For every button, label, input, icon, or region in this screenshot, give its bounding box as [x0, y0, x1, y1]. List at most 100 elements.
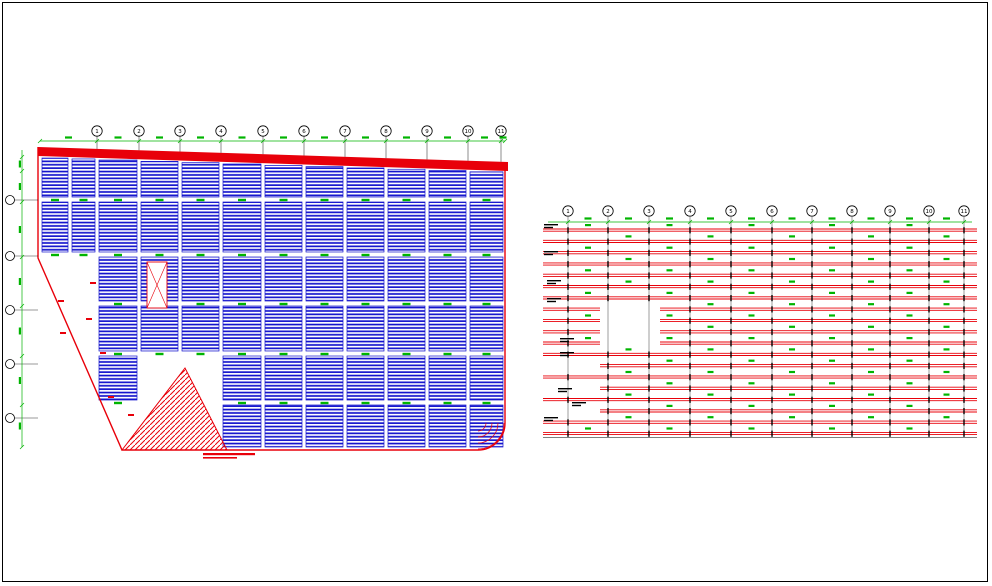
slab-panel	[140, 161, 179, 198]
beam-tag	[748, 404, 755, 407]
dimension-text	[156, 136, 163, 139]
grid-bubble-label: 7	[810, 209, 814, 215]
grid-bubble	[462, 125, 474, 137]
slab-panel	[305, 256, 344, 302]
row-grid-bubbles-side	[5, 150, 38, 450]
grid-bubble-label: 6	[770, 209, 774, 215]
dimension-text	[584, 217, 592, 220]
annotation-mark	[100, 352, 106, 354]
slab-panel	[181, 256, 220, 302]
slab-panel	[98, 256, 138, 302]
grid-bubble	[339, 125, 351, 137]
beam-tag	[707, 303, 714, 306]
callout-text	[547, 282, 556, 285]
beam-tag	[829, 246, 835, 249]
callout-text	[544, 419, 553, 422]
panel-tag	[279, 302, 288, 306]
beam-tag	[748, 291, 755, 294]
beam-tag	[748, 246, 755, 249]
callout-text	[547, 280, 561, 282]
panel-tag	[279, 198, 288, 202]
dimension-text	[18, 183, 21, 190]
dimension-text	[481, 136, 488, 139]
beam-tag	[625, 370, 632, 374]
beam-tag	[906, 359, 913, 362]
dimension-text	[362, 136, 369, 139]
callout-text	[547, 300, 556, 303]
callout-text	[544, 417, 558, 419]
beam-tag	[707, 257, 714, 261]
panel-tag	[443, 352, 452, 356]
panel-tag	[402, 352, 411, 356]
slab-panel	[98, 305, 138, 352]
beam-tag	[868, 280, 874, 283]
slab-panel	[222, 404, 262, 448]
panel-tag	[238, 198, 246, 202]
callout-text	[544, 226, 553, 229]
grid-bubble	[421, 125, 433, 137]
callout-text	[544, 251, 558, 253]
beam-tag	[829, 427, 835, 430]
dimension-text	[18, 226, 21, 233]
panel-tag	[114, 302, 122, 306]
dimension-text	[828, 217, 836, 220]
grid-bubble-label: 7	[343, 129, 347, 135]
grid-bubble-label: 1	[566, 209, 570, 215]
beam-tag	[789, 280, 795, 283]
beam-tag	[789, 348, 795, 351]
beam-tag	[748, 359, 755, 362]
beam-tag	[748, 224, 755, 227]
slab-panel	[305, 201, 344, 253]
beam-tag	[829, 269, 835, 272]
beam-tag	[707, 235, 714, 238]
annotation-mark	[60, 332, 66, 334]
slab-panel	[140, 201, 179, 253]
slab-panel	[346, 305, 385, 352]
panel-tag	[482, 352, 491, 356]
beam-tag	[943, 303, 950, 306]
slab-panel	[264, 256, 303, 302]
beam-tag	[868, 235, 874, 238]
grid-bubble-label: 9	[425, 129, 429, 135]
panel-tag	[402, 198, 411, 202]
slab-panel	[264, 355, 303, 401]
panel-tag	[51, 253, 59, 257]
callout-text	[560, 340, 569, 343]
panel-tag	[361, 253, 370, 257]
beam-tag	[906, 269, 913, 272]
slab-panel	[264, 305, 303, 352]
dimension-text	[943, 217, 950, 220]
slab-panel	[140, 305, 179, 352]
panel-tag	[79, 253, 88, 257]
beam-tag	[625, 348, 632, 351]
corner-stair-arc	[477, 422, 493, 438]
slab-panel	[428, 404, 467, 448]
grid-bubble	[884, 205, 896, 217]
grid-bubble	[133, 125, 145, 137]
beam-tag	[666, 291, 673, 294]
panel-tag	[155, 253, 164, 257]
grid-bubble-label: 5	[261, 129, 265, 135]
slab-panel	[305, 355, 344, 401]
panel-tag	[320, 253, 329, 257]
grid-bubble-label: 11	[498, 129, 505, 135]
callout-text	[572, 404, 581, 407]
panel-tag	[196, 352, 205, 356]
grid-bubble-label: 10	[926, 209, 933, 215]
beam-tag	[906, 427, 913, 430]
beam-tag	[906, 404, 913, 407]
slab-panel	[264, 404, 303, 448]
beam-tag	[625, 280, 632, 283]
beam-tag	[625, 393, 632, 396]
annotation-mark	[58, 300, 64, 302]
grid-bubble-label: 2	[606, 209, 610, 215]
callout-text	[558, 390, 567, 393]
plan-caption	[203, 453, 255, 459]
panel-tag	[238, 352, 246, 356]
callout-text	[572, 402, 586, 404]
beam-tag	[789, 393, 795, 396]
beam-tag	[748, 314, 755, 317]
panel-tag	[155, 352, 164, 356]
grid-bubble-label: 2	[137, 129, 141, 135]
